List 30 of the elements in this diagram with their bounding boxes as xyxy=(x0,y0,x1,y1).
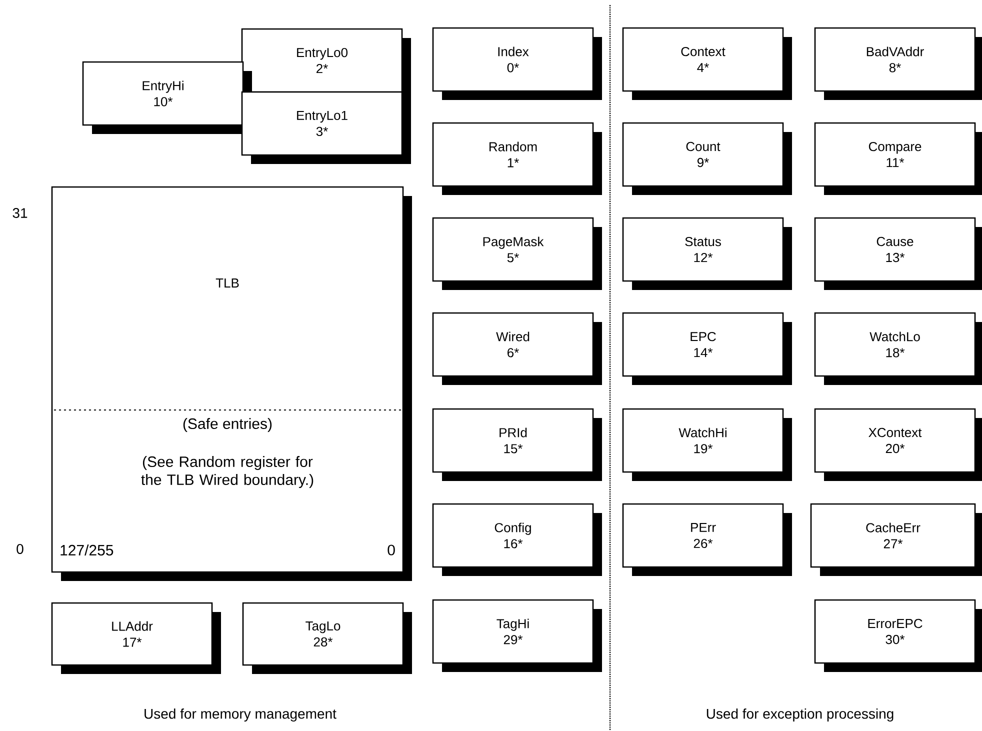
register-box: Cause 13* xyxy=(814,217,982,290)
register-box: Random 1* xyxy=(432,122,602,195)
register-box: EntryLo0 2* xyxy=(241,28,411,101)
register-box: Context 4* xyxy=(622,27,792,100)
bit-number: 31 xyxy=(12,208,28,218)
register-box: Index 0* xyxy=(432,27,602,100)
register-box: Wired 6* xyxy=(432,312,602,385)
register-box: Compare 11* xyxy=(814,122,982,195)
register-box: EPC 14* xyxy=(622,312,792,385)
register-box: EntryHi 10* xyxy=(82,61,252,134)
register-box: PageMask 5* xyxy=(432,217,602,290)
section-caption: Used for memory management xyxy=(144,708,336,722)
register-box: Count 9* xyxy=(622,122,792,195)
register-box: PErr 26* xyxy=(622,503,792,576)
register-box: TagLo 28* xyxy=(242,602,412,674)
register-box: Status 12* xyxy=(622,217,792,290)
tlb-box: TLB (Safe entries) (See Random register for the TLB Wired boundary.) 127/255 0 xyxy=(51,186,412,581)
section-caption: Used for exception processing xyxy=(706,708,894,722)
register-box: BadVAddr 8* xyxy=(814,27,982,100)
register-box: XContext 20* xyxy=(814,408,982,481)
register-box: ErrorEPC 30* xyxy=(814,599,982,672)
register-box: TagHi 29* xyxy=(432,599,602,672)
register-box: Config 16* xyxy=(432,503,602,576)
register-box: EntryLo1 3* xyxy=(241,91,411,164)
register-box: PRId 15* xyxy=(432,408,602,481)
bit-number: 0 xyxy=(16,544,24,554)
register-box: WatchLo 18* xyxy=(814,312,982,385)
register-box: CacheErr 27* xyxy=(810,503,982,576)
register-box: LLAddr 17* xyxy=(51,602,221,674)
register-box: WatchHi 19* xyxy=(622,408,792,481)
